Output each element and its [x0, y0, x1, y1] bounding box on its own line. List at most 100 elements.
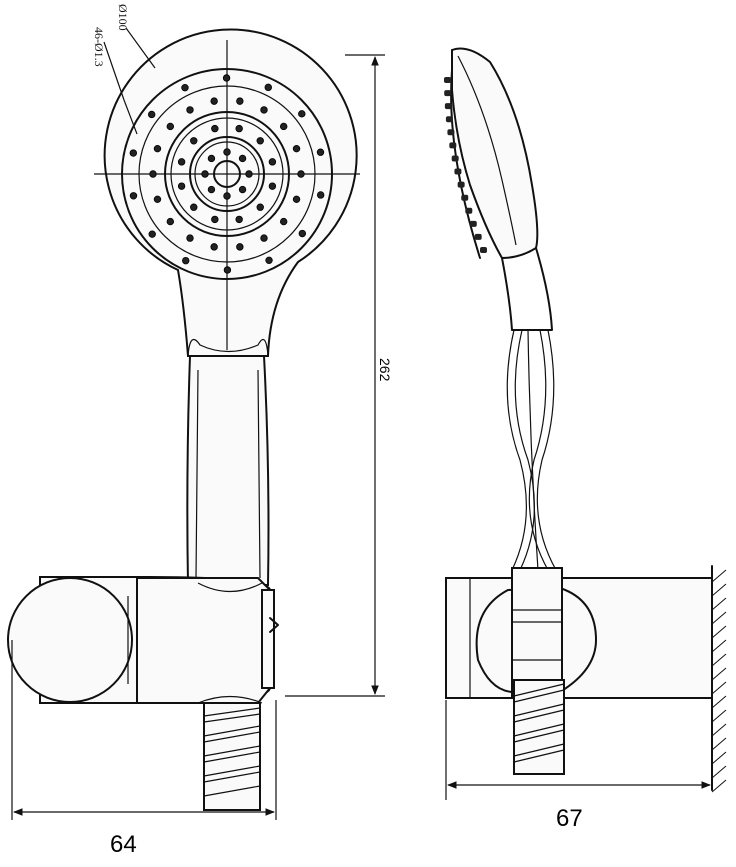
side-width-label: 67: [556, 805, 583, 832]
nozzle-dot: [238, 154, 247, 163]
nozzle-dot: [236, 97, 244, 105]
nozzle-dot: [190, 203, 198, 211]
nozzle-dot: [190, 137, 198, 145]
hatch-line: [711, 569, 727, 583]
bracket-knob: [7, 577, 133, 703]
hatch-line: [711, 695, 727, 709]
nozzle-dot: [245, 170, 253, 178]
nozzle-dot: [153, 144, 162, 153]
height-label: 262: [377, 358, 393, 382]
nozzle-dot: [223, 148, 231, 156]
nozzle-dot: [298, 229, 307, 238]
hatch-line: [711, 597, 727, 611]
height-dimension: 262: [285, 54, 393, 697]
nozzle-dot: [177, 182, 186, 190]
hatch-line: [711, 583, 727, 597]
front-width-dimension: 64: [11, 640, 277, 858]
nozzle-dot: [268, 158, 277, 166]
side-nozzle-bump: [457, 181, 465, 188]
nozzle-dot: [298, 110, 306, 118]
wall-hatch: [711, 569, 727, 793]
nozzle-dot: [292, 144, 301, 153]
side-nozzle-bump: [480, 247, 487, 253]
nozzle-dot: [147, 110, 156, 119]
hatch-line: [711, 681, 727, 695]
hatch-line: [711, 751, 727, 765]
nozzle-dot: [264, 83, 272, 92]
hatch-line: [711, 667, 727, 681]
front-view: Ø100 46-Ø1.3: [7, 4, 360, 811]
hose-side: [513, 679, 565, 775]
nozzle-dot: [210, 243, 218, 251]
side-nozzle-bump: [445, 116, 453, 123]
nozzle-dot: [149, 170, 157, 178]
hatch-line: [711, 653, 727, 667]
nozzle-dot: [148, 230, 156, 238]
nozzle-dot: [181, 83, 189, 92]
nozzle-dot: [207, 154, 216, 163]
hatch-line: [711, 625, 727, 639]
nozzle-dot: [210, 97, 218, 105]
nozzle-dot: [256, 203, 264, 211]
nozzle-dot: [223, 266, 232, 274]
hatch-line: [711, 779, 727, 793]
side-nozzle-bump: [444, 90, 452, 97]
hatch-line: [711, 723, 727, 737]
side-width-dimension: 67: [445, 700, 711, 832]
nozzle-dot: [129, 192, 138, 200]
nozzle-dot: [186, 106, 194, 114]
nozzle-count-label: 46-Ø1.3: [92, 27, 106, 67]
nozzle-dot: [211, 215, 219, 224]
side-nozzle-bump: [465, 207, 473, 214]
handle-front: [186, 355, 270, 586]
nozzle-dot: [268, 182, 277, 190]
side-nozzle-bump: [474, 233, 482, 240]
nozzle-dot: [207, 185, 216, 194]
side-nozzle-bump: [469, 220, 477, 227]
hatch-line: [711, 611, 727, 625]
nozzle-dot: [235, 215, 243, 224]
nozzle-dot: [279, 122, 288, 131]
nozzle-group: [129, 74, 325, 274]
nozzle-dot: [297, 170, 305, 178]
nozzle-dot: [260, 106, 268, 114]
nozzle-dot: [235, 124, 243, 133]
nozzle-dot: [265, 256, 273, 265]
side-nozzle-bump: [444, 103, 452, 110]
nozzle-dot: [201, 170, 209, 178]
nozzle-dot: [153, 195, 162, 204]
nozzle-dot: [177, 158, 186, 166]
side-nozzle-bump: [449, 142, 457, 149]
hatch-line: [711, 737, 727, 751]
nozzle-dot: [292, 195, 301, 204]
nozzle-dot: [129, 149, 138, 157]
nozzle-dot: [316, 148, 325, 156]
nozzle-dot: [238, 185, 247, 194]
side-nozzle-bump: [451, 155, 459, 162]
nozzle-dot: [222, 74, 231, 82]
nozzle-dot: [211, 124, 219, 133]
nozzle-dot: [279, 217, 288, 226]
hatch-line: [711, 709, 727, 723]
nozzle-dot: [316, 191, 325, 199]
side-nozzle-bump: [447, 129, 455, 136]
side-view: [444, 47, 727, 793]
side-nozzle-bump: [444, 77, 451, 83]
face-diameter-label: Ø100: [116, 4, 130, 31]
nozzle-dot: [236, 243, 244, 251]
front-width-label: 64: [110, 831, 137, 858]
side-nozzle-bump: [454, 168, 462, 175]
side-nozzle-bumps: [444, 77, 487, 253]
nozzle-dot: [223, 192, 231, 200]
nozzle-dot: [256, 137, 264, 145]
nozzle-dot: [166, 217, 175, 226]
hatch-line: [711, 765, 727, 779]
nozzle-dot: [166, 122, 175, 131]
nozzle-dot: [182, 256, 190, 265]
side-nozzle-bump: [461, 194, 469, 201]
shower-head-outline: [103, 28, 358, 357]
hose-front: [203, 702, 261, 811]
nozzle-dot: [260, 234, 268, 242]
hatch-line: [711, 639, 727, 653]
